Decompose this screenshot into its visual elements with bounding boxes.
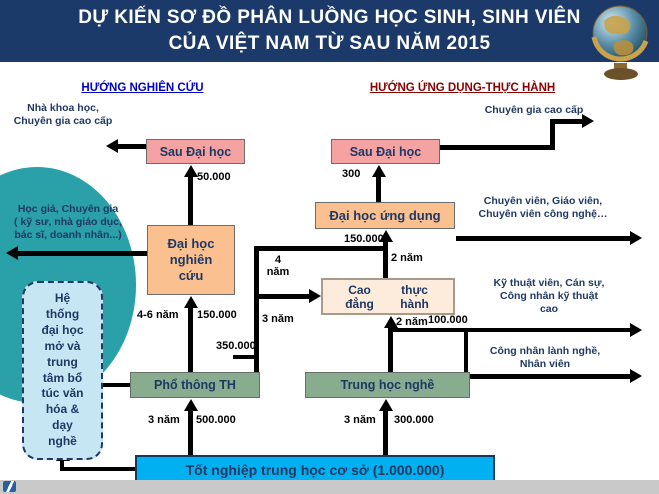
line-ptth-to-cd-branch [254,294,310,299]
label-cd-years: 2 năm [396,316,428,328]
cao-dang-label-right: thực hành [400,282,429,311]
outcome-chuyen-vien: Chuyên viên, Giáo viên, Chuyên viên công… [478,195,608,221]
line-sdh-right-out-a [439,145,555,150]
outcome-cong-nhan: Công nhân lành nghề, Nhân viên [489,345,601,371]
label-thn-count: 300.000 [394,414,434,426]
node-trung-hoc-nghe: Trung học nghề [305,372,470,398]
outcome-ky-thuat-vien: Kỹ thuật viên, Cán sự, Công nhân kỹ thuậ… [493,277,605,316]
line-dhud-out [456,236,632,241]
arrowhead-dhnc-to-sdh [184,165,198,177]
label-thn-years: 3 năm [344,414,376,426]
arrowhead-dhnc-out [6,246,18,260]
footer-logo-icon [3,481,16,492]
arrowhead-dhud-to-sdh [372,165,386,177]
label-ptth-cd-years: 3 năm [262,313,294,325]
globe-icon [591,5,649,80]
line-thcs-to-ptth [188,409,193,455]
arrowhead-ptth-to-dhnc [184,296,198,308]
line-thn-right-drop [464,328,468,372]
label-dhnc-count: 150.000 [197,309,237,321]
outcome-chuyen-gia-cao-cap: Chuyên gia cao cấp [484,104,584,116]
line-ptth-to-dhnc [188,306,193,372]
line-sdh-right-out-c [550,119,584,124]
label-ptth-dhud-years: 4 năm [266,254,290,278]
arrowhead-sdh-left-out [106,139,118,153]
line-thcs-to-hethong-b [60,459,64,469]
arrowhead-cd-to-dhud [379,230,393,242]
label-cd-count: 100.000 [428,314,468,326]
label-dhud-count: 150.000 [344,233,384,245]
arrowhead-dhud-out [630,231,642,245]
line-dhnc-to-sdh [188,175,193,225]
label-ptth-cd-count: 350.000 [216,340,256,352]
line-cd-to-dhud [383,240,388,278]
line-ptth-to-dhud-branch [254,246,388,251]
slide-header: DỰ KIẾN SƠ ĐỒ PHÂN LUỒNG HỌC SINH, SINH … [0,0,659,62]
label-dhnc-years: 4-6 năm [137,309,179,321]
node-cao-dang-thuc-hanh: Cao đẳng thực hành [321,278,455,315]
track-heading-applied: HƯỚNG ỨNG DỤNG-THỰC HÀNH [369,82,556,94]
line-thn-right-path [388,328,632,332]
arrowhead-thn-to-cd [384,316,398,328]
outcome-nha-khoa-hoc: Nhà khoa học, Chuyên gia cao cấp [13,102,113,128]
line-hethong-to-ptth [103,383,130,387]
outcome-hoc-gia: Học giả, Chuyên gia ( kỹ sư, nhà giáo dụ… [14,203,122,242]
arrowhead-thcs-to-ptth [184,399,198,411]
node-dai-hoc-ung-dung: Đại học ứng dụng [315,202,455,229]
label-ptth-years: 3 năm [148,414,180,426]
node-sau-dai-hoc-left: Sau Đại học [146,139,245,164]
node-dai-hoc-nghien-cuu: Đại học nghiên cứu [147,225,235,295]
node-pho-thong-th: Phổ thông TH [130,372,260,398]
label-sdh-left-count: 50.000 [197,171,231,183]
line-thcs-to-hethong-a [60,467,136,471]
cao-dang-label-left: Cao đẳng [345,282,374,311]
line-sdh-left-out [118,144,146,149]
node-he-thong-dai-hoc-mo: Hệ thống đại học mở và trung tâm bổ túc … [22,281,103,460]
arrowhead-thcs-to-thn [379,399,393,411]
slide-title-line1: DỰ KIẾN SƠ ĐỒ PHÂN LUỒNG HỌC SINH, SINH … [78,7,581,28]
line-sdh-right-out-b [550,119,555,150]
node-sau-dai-hoc-right: Sau Đại học [331,139,440,164]
arrowhead-kythuatvien-out [630,323,642,337]
label-dhud-years: 2 năm [391,252,423,264]
arrowhead-thn-out [630,369,642,383]
line-dhnc-out [18,251,147,256]
line-dhud-to-sdh [376,175,381,202]
track-heading-research: HƯỚNG NGHIÊN CỨU [81,82,204,94]
line-ptth-riser [254,246,259,372]
line-thn-to-cd [388,326,393,372]
line-thn-out [470,374,632,379]
label-sdh-right-count: 300 [342,168,361,180]
line-350-tick [233,355,255,359]
label-ptth-count: 500.000 [196,414,236,426]
footer-bar [0,480,659,494]
line-thcs-to-thn [383,409,388,455]
arrowhead-ptth-to-cd [309,289,321,303]
arrowhead-sdh-right-out [582,114,594,128]
slide-title-line2: CỦA VIỆT NAM TỪ SAU NĂM 2015 [168,33,491,54]
